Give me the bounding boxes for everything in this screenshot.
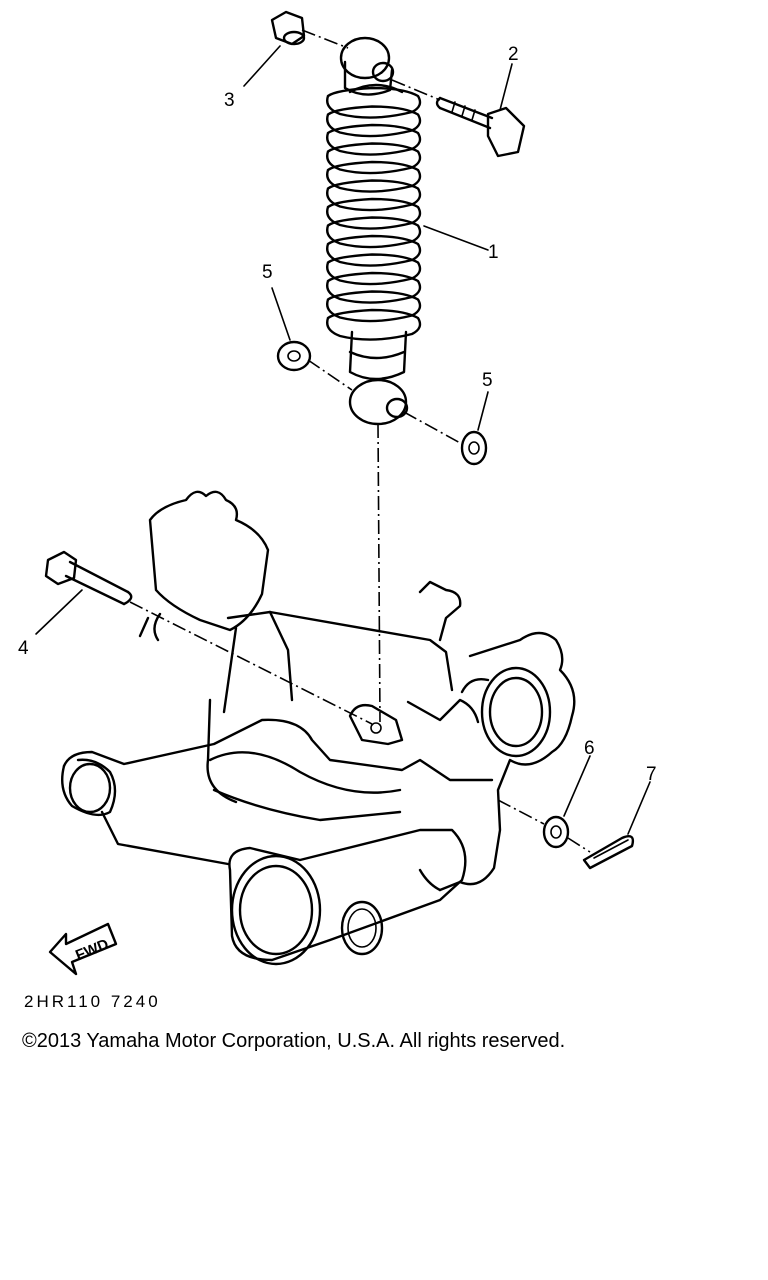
fwd-arrow-icon: FWD — [48, 922, 118, 976]
sheet-code: 2HR110 7240 — [24, 992, 161, 1011]
callout-washer-right: 5 — [482, 370, 493, 391]
spring-coil — [326, 86, 422, 119]
callout-washer-lower: 6 — [584, 738, 595, 759]
callout-cotter-pin: 7 — [646, 764, 657, 785]
spring-coil — [326, 179, 422, 212]
callout-shock-absorber: 1 — [488, 242, 499, 263]
spring-coil — [326, 142, 422, 175]
spring-coil — [326, 290, 422, 323]
spring-coil — [326, 271, 422, 304]
bolt — [435, 96, 526, 158]
spring-coil — [326, 160, 422, 193]
cotter-pin — [582, 835, 635, 870]
spring-coil — [326, 123, 422, 156]
callout-washer-left: 5 — [262, 262, 273, 283]
washer-right — [460, 430, 488, 466]
nut — [270, 10, 306, 46]
swingarm — [61, 490, 576, 966]
spring-coil — [326, 105, 422, 138]
shock-absorber — [326, 36, 422, 426]
callout-bolt: 2 — [508, 44, 519, 65]
washer-left — [276, 340, 312, 372]
spring-coil — [326, 197, 422, 230]
washer-lower — [542, 815, 570, 849]
callout-pivot-bolt: 4 — [18, 638, 29, 659]
exploded-parts-diagram: FWD 3 2 1 5 5 4 6 7 — [18, 10, 657, 976]
spring-coil — [326, 216, 422, 249]
spring-coil — [326, 253, 422, 286]
fwd-label: FWD — [73, 936, 111, 965]
leader-lines — [35, 29, 651, 853]
pivot-bolt — [44, 550, 133, 606]
copyright-notice: ©2013 Yamaha Motor Corporation, U.S.A. A… — [22, 1030, 566, 1052]
callout-nut: 3 — [224, 90, 235, 111]
spring-coil — [326, 308, 422, 341]
spring-coil — [326, 234, 422, 267]
